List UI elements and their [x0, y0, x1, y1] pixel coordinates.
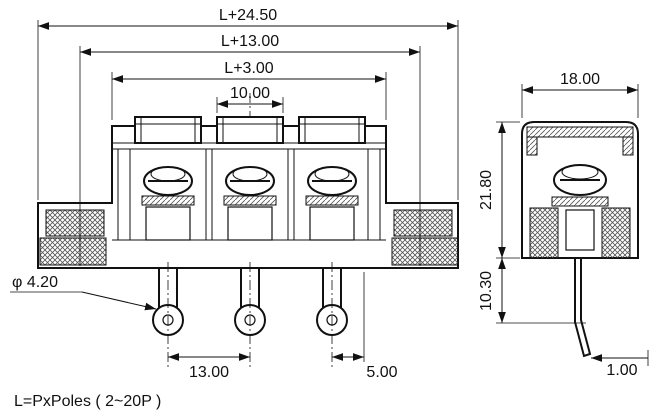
dim-label-pitch: 13.00 [189, 364, 229, 381]
leader-line [81, 291, 157, 311]
clamp-plate [141, 195, 195, 206]
mounting-flange-left [39, 209, 107, 266]
dim-side-width: 18.00 [521, 71, 639, 118]
pole-cap [298, 116, 366, 144]
dim-label-side-width: 18.00 [560, 71, 600, 88]
wire-cavity [565, 209, 595, 251]
dim-pin-offset: 5.00 [332, 272, 398, 381]
flange-hatch-lower [391, 237, 459, 266]
wire-cavity [227, 206, 273, 241]
side-screw [551, 164, 609, 207]
flange-hatch-upper [45, 209, 105, 237]
pole-separator-walls [117, 149, 381, 240]
clamp-plate [223, 195, 277, 206]
pole-1 [134, 116, 202, 241]
clamp-plate [305, 195, 359, 206]
formula-note: L=PxPoles ( 2~20P ) [14, 393, 161, 410]
dim-label-height-lower: 10.30 [478, 271, 495, 311]
dim-pin-thickness: 1.00 [591, 350, 649, 379]
cap-hatch-top [526, 126, 634, 138]
flange-hatch-lower [39, 237, 107, 266]
dim-overall-width: L+24.50 [37, 7, 459, 200]
flange-hatch-upper [393, 209, 453, 237]
dim-mounting-pitch: L+13.00 [79, 33, 421, 266]
dim-label-body: L+3.00 [224, 60, 273, 77]
dim-pole-width: 10.00 [216, 85, 284, 113]
dim-body-width: L+3.00 [111, 60, 387, 120]
dim-side-height-upper: 21.80 [478, 121, 520, 259]
pole-2 [216, 116, 284, 241]
side-view [521, 121, 639, 358]
cap-hatch-right [622, 136, 634, 156]
dim-label-pin-thickness: 1.00 [606, 362, 637, 379]
body-hatch-right [601, 207, 631, 259]
clamp-plate [551, 196, 609, 207]
cap-hatch-left [526, 136, 538, 156]
wire-cavity [145, 206, 191, 241]
side-lower-section [529, 207, 631, 259]
body-hatch-left [529, 207, 559, 259]
front-view [37, 93, 459, 368]
solder-pin-1 [152, 262, 184, 368]
dim-side-height-lower: 10.30 [478, 258, 586, 324]
dim-label-offset: 5.00 [366, 364, 397, 381]
dim-label-mounting: L+13.00 [221, 33, 279, 50]
wire-cavity [309, 206, 355, 241]
side-dimensions: 18.00 21.80 10.30 1.00 [478, 71, 649, 379]
side-solder-pin [574, 257, 592, 358]
solder-pin-3 [316, 262, 348, 368]
mounting-flange-right [391, 209, 459, 266]
dim-label-height-upper: 21.80 [478, 170, 495, 210]
pole-cap [216, 116, 284, 144]
side-cap-section [526, 126, 634, 156]
pole-cap [134, 116, 202, 144]
dim-label-overall: L+24.50 [219, 7, 277, 24]
dim-pin-pitch: 13.00 [168, 353, 250, 381]
front-dimensions: L+24.50 L+13.00 L+3.00 10.00 φ 4.20 [10, 7, 459, 381]
dim-label-diameter: φ 4.20 [12, 274, 58, 291]
solder-pin-2 [234, 262, 266, 368]
dim-hole-diameter: φ 4.20 [10, 274, 157, 311]
pole-3 [298, 116, 366, 241]
dim-label-pole: 10.00 [230, 85, 270, 102]
